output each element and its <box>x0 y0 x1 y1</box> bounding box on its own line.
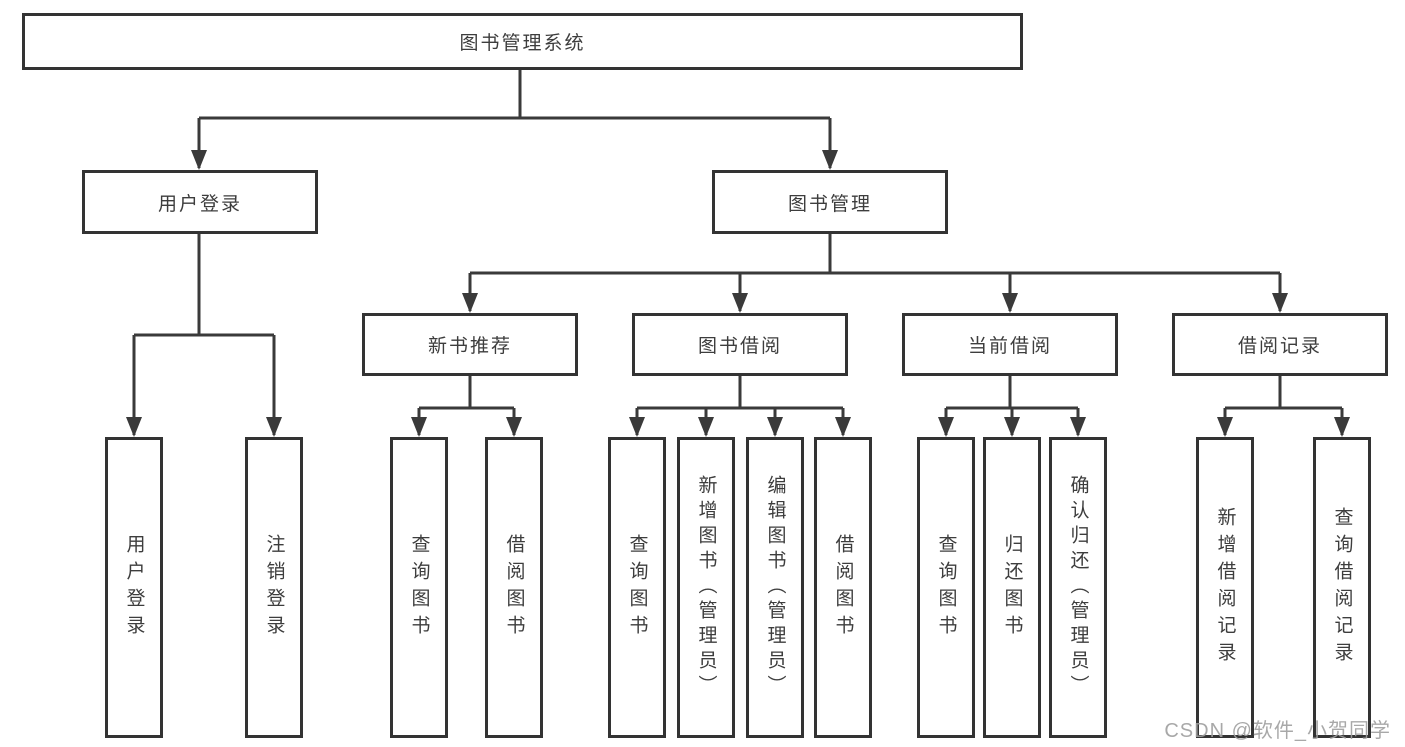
leaf-add-book-admin-label: 新增图书（管理员） <box>695 475 717 700</box>
leaf-query-book-2: 查询图书 <box>608 437 666 738</box>
leaf-logout: 注销登录 <box>245 437 303 738</box>
leaf-return-book-label: 归还图书 <box>1001 533 1023 642</box>
leaf-query-book-1: 查询图书 <box>390 437 448 738</box>
leaf-add-borrow-record-label: 新增借阅记录 <box>1214 506 1236 669</box>
node-book-borrow: 图书借阅 <box>632 313 848 376</box>
leaf-logout-label: 注销登录 <box>263 533 285 642</box>
leaf-confirm-return-admin: 确认归还（管理员） <box>1049 437 1107 738</box>
node-book-management-branch: 图书管理 <box>712 170 948 234</box>
node-borrow-record: 借阅记录 <box>1172 313 1388 376</box>
leaf-query-book-2-label: 查询图书 <box>626 533 648 642</box>
leaf-edit-book-admin-label: 编辑图书（管理员） <box>764 475 786 700</box>
csdn-watermark: CSDN @软件_小贺同学 <box>1164 720 1391 742</box>
leaf-query-borrow-record-label: 查询借阅记录 <box>1331 506 1353 669</box>
leaf-borrow-book-1: 借阅图书 <box>485 437 543 738</box>
leaf-add-book-admin: 新增图书（管理员） <box>677 437 735 738</box>
leaf-query-book-3: 查询图书 <box>917 437 975 738</box>
leaf-add-borrow-record: 新增借阅记录 <box>1196 437 1254 738</box>
leaf-query-book-1-label: 查询图书 <box>408 533 430 642</box>
leaf-query-book-3-label: 查询图书 <box>935 533 957 642</box>
leaf-edit-book-admin: 编辑图书（管理员） <box>746 437 804 738</box>
leaf-confirm-return-admin-label: 确认归还（管理员） <box>1067 475 1089 700</box>
node-new-book-recommend: 新书推荐 <box>362 313 578 376</box>
leaf-user-login: 用户登录 <box>105 437 163 738</box>
node-library-management-system: 图书管理系统 <box>22 13 1023 70</box>
leaf-borrow-book-1-label: 借阅图书 <box>503 533 525 642</box>
node-current-borrow: 当前借阅 <box>902 313 1118 376</box>
leaf-borrow-book-2-label: 借阅图书 <box>832 533 854 642</box>
node-user-login-branch: 用户登录 <box>82 170 318 234</box>
leaf-return-book: 归还图书 <box>983 437 1041 738</box>
leaf-borrow-book-2: 借阅图书 <box>814 437 872 738</box>
leaf-user-login-label: 用户登录 <box>123 533 145 642</box>
leaf-query-borrow-record: 查询借阅记录 <box>1313 437 1371 738</box>
